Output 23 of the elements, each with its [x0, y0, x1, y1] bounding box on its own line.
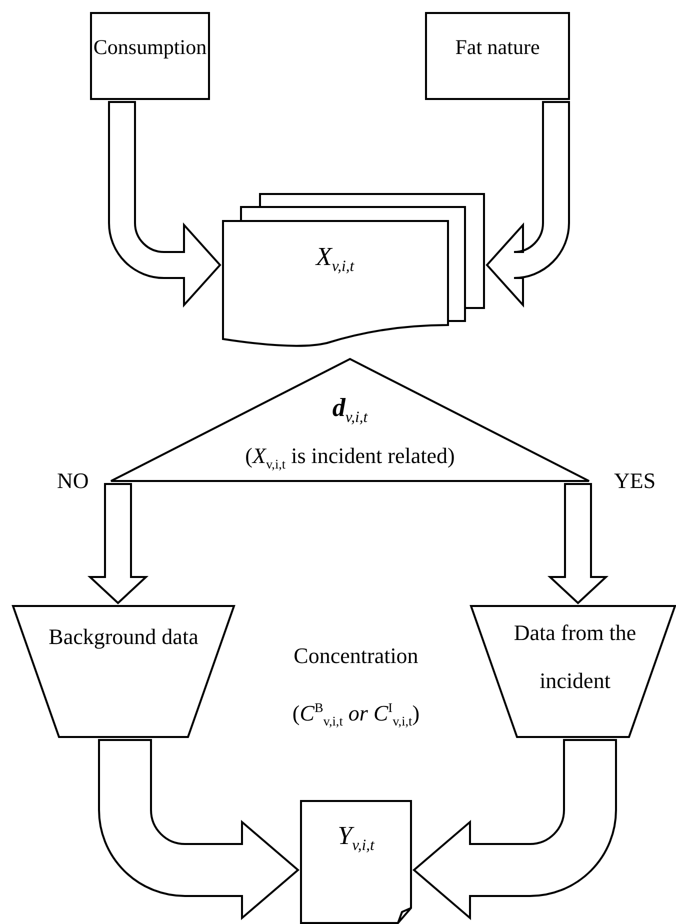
node-label: Fat nature	[454, 34, 541, 60]
data-trapezoid	[470, 605, 676, 738]
data-trapezoid	[12, 605, 235, 738]
annotation-label: Concentration	[292, 643, 420, 670]
node-note: (X$_{v,i,t}$ is incident related)	[244, 444, 456, 472]
node-label: Background data	[48, 623, 200, 651]
node-label: d$_{v,i,t}$	[331, 392, 369, 428]
node-label: Consumption	[92, 34, 208, 60]
process-box	[90, 12, 210, 100]
block-arrow	[413, 739, 617, 919]
process-box	[425, 12, 570, 100]
node-label: Y$_{v,i,t}$	[336, 820, 376, 856]
block-arrow	[486, 101, 570, 306]
block-arrow	[547, 483, 609, 604]
decision-triangle	[110, 358, 590, 482]
block-arrow	[98, 739, 299, 919]
block-arrow	[87, 483, 149, 604]
document-shape	[300, 800, 412, 924]
document-stack	[222, 193, 485, 350]
node-label: Data from the incident	[512, 619, 638, 696]
formula-label: (C$^{B}$$_{v,i,t}$ or C$^{I}$$_{v,i,t}$)	[291, 700, 421, 730]
node-label: X$_{v,i,t}$	[314, 241, 356, 277]
block-arrow	[108, 101, 221, 306]
